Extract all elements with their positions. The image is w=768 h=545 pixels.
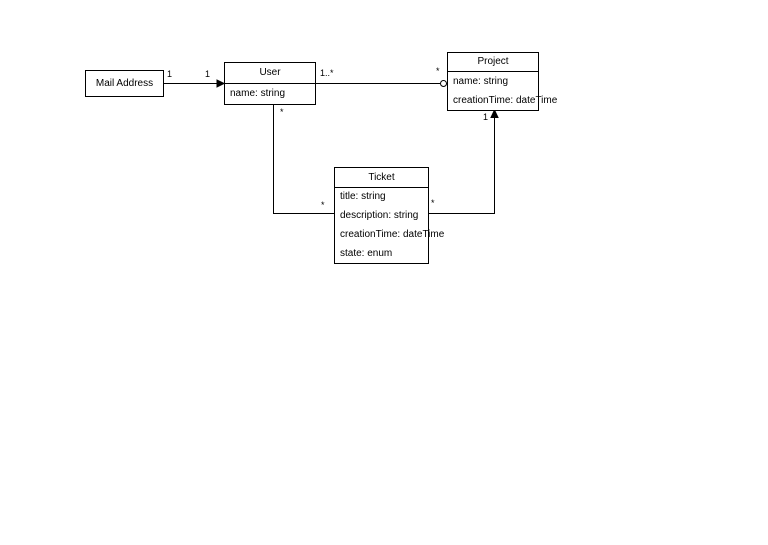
- class-title: User: [225, 63, 315, 84]
- multiplicity-label: *: [431, 198, 435, 208]
- multiplicity-label: *: [436, 66, 440, 76]
- multiplicity-label: 1: [205, 69, 211, 79]
- class-attribute: name: string: [453, 75, 509, 87]
- class-title: Mail Address: [95, 77, 154, 89]
- class-attribute: title: string: [340, 191, 386, 203]
- multiplicity-label: 1..*: [320, 68, 334, 78]
- class-attribute: state: enum: [340, 247, 393, 259]
- class-title: Ticket: [335, 168, 428, 188]
- class-title: Project: [448, 53, 538, 72]
- class-box-project: Project name: string creationTime: dateT…: [447, 52, 558, 111]
- multiplicity-label: *: [280, 107, 284, 117]
- multiplicity-label: 1: [483, 112, 489, 122]
- class-attribute: creationTime: dateTime: [453, 94, 558, 106]
- class-attribute: name: string: [230, 88, 286, 99]
- class-box-user: User name: string: [224, 62, 316, 105]
- class-box-mail-address: Mail Address: [85, 70, 164, 97]
- class-attribute: description: string: [340, 210, 419, 222]
- class-box-ticket: Ticket title: string description: string…: [334, 167, 445, 264]
- multiplicity-label: *: [321, 200, 325, 210]
- filled-arrow-icon: [216, 79, 226, 88]
- edge-user-ticket: [273, 105, 334, 214]
- edge-ticket-project: [429, 117, 495, 214]
- filled-arrow-up-icon: [490, 108, 499, 118]
- open-circle-icon: [440, 80, 447, 87]
- class-attribute: creationTime: dateTime: [340, 228, 445, 240]
- multiplicity-label: 1: [167, 69, 173, 79]
